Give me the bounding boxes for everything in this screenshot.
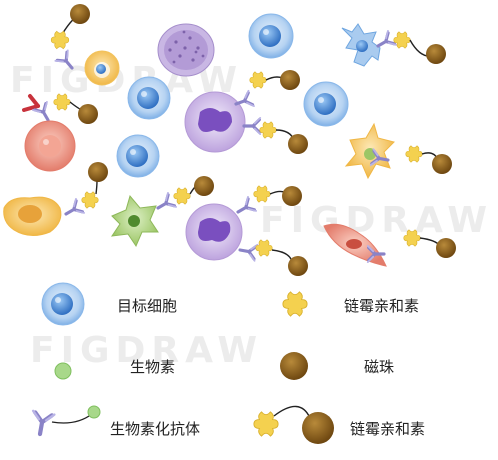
- legend-streptavidin-bead-icon: [253, 405, 334, 444]
- legend-biotin-icon: [54, 362, 72, 380]
- dendritic-cell: [341, 23, 446, 67]
- biotinylated-antibody: [53, 48, 80, 75]
- target-cell: [303, 81, 349, 127]
- streptavidin: [50, 30, 70, 50]
- legend-magnetic-bead-icon: [280, 352, 308, 380]
- legend-biotinylated-antibody-label: 生物素化抗体: [110, 420, 201, 438]
- magnetic-bead: [70, 4, 90, 24]
- legend-streptavidin-label: 链霉亲和素: [344, 297, 420, 315]
- target-cell: [184, 70, 308, 154]
- legend-streptavidin-icon: [282, 291, 308, 317]
- legend-target-cell-label: 目标细胞: [117, 297, 178, 315]
- target-cell: [185, 185, 308, 276]
- legend-magnetic-bead-label: 磁珠: [364, 358, 395, 376]
- target-cell: [127, 76, 171, 120]
- target-cell: [22, 93, 98, 172]
- legend-biotinylated-antibody-icon: [29, 405, 101, 436]
- target-cell: [344, 122, 452, 180]
- target-cell: [84, 50, 120, 86]
- legend-biotin-label: 生物素: [130, 358, 176, 376]
- target-cell: [110, 176, 214, 248]
- magnetic-bead-complex: [50, 4, 90, 75]
- granular-cell: [157, 23, 215, 77]
- target-cell: [323, 223, 456, 267]
- legend-streptavidin-bead-label: 链霉亲和素: [350, 420, 426, 438]
- target-cell: [248, 13, 294, 59]
- legend-target-cell-icon: [41, 282, 85, 326]
- target-cell: [116, 134, 160, 178]
- legend: [29, 282, 334, 444]
- target-cell: [3, 162, 108, 236]
